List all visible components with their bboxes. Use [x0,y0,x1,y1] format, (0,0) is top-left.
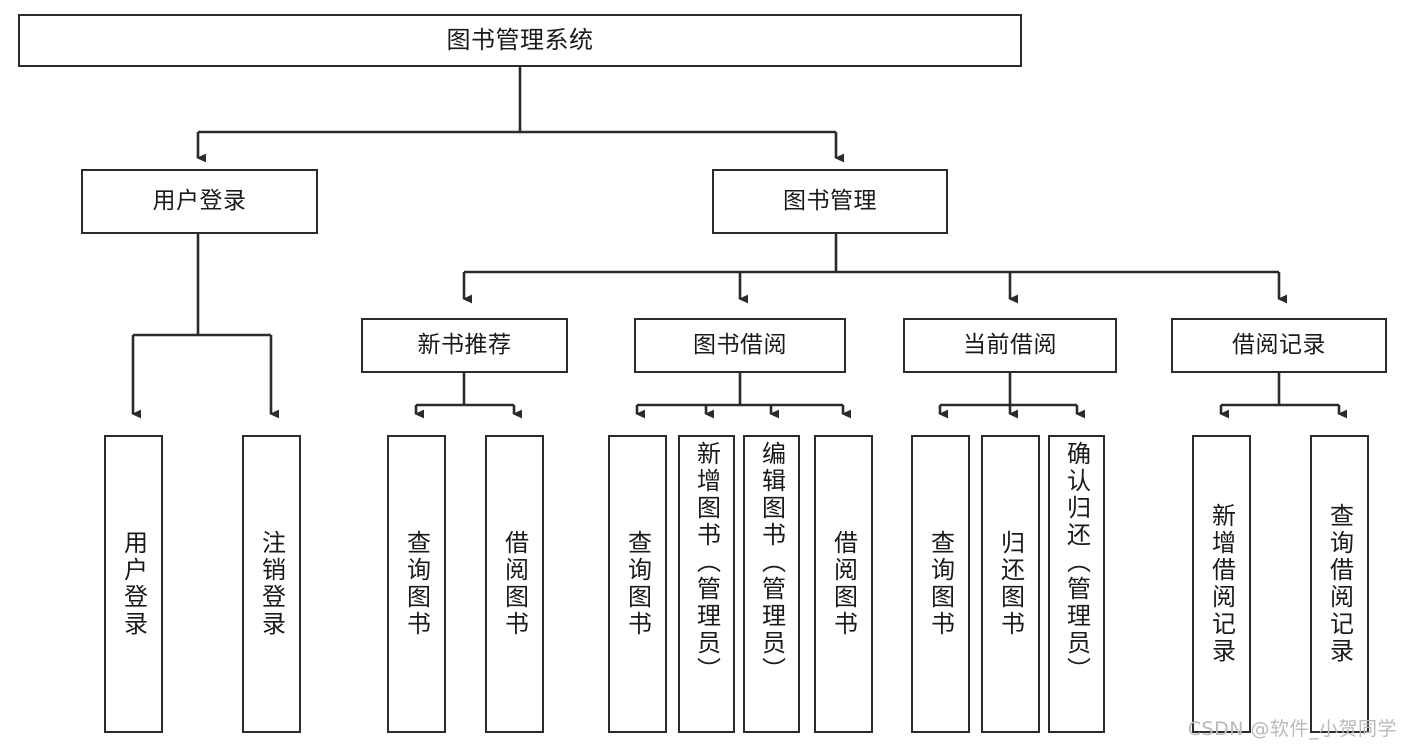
node-label: 新书推荐 [417,331,512,358]
node-label: 图书管理系统 [446,26,594,55]
leaf-add-book[interactable]: 新增图书（管理员） [678,435,735,733]
node-label: 查询图书 [623,530,652,638]
node-current-borrow[interactable]: 当前借阅 [903,318,1117,373]
node-label: 编辑图书（管理员） [757,441,786,684]
node-label: 当前借阅 [963,331,1057,358]
node-root-system[interactable]: 图书管理系统 [18,14,1022,67]
node-label: 借阅图书 [829,530,858,638]
leaf-user-logout[interactable]: 注销登录 [242,435,301,733]
node-new-book-recommend[interactable]: 新书推荐 [361,318,568,373]
node-label: 图书借阅 [693,331,787,358]
node-label: 新增借阅记录 [1207,503,1236,665]
node-book-management[interactable]: 图书管理 [712,169,948,234]
leaf-query-book-current[interactable]: 查询图书 [911,435,970,733]
leaf-query-borrow-record[interactable]: 查询借阅记录 [1310,435,1369,733]
leaf-query-book-recommend[interactable]: 查询图书 [387,435,446,733]
node-label: 归还图书 [996,530,1025,638]
node-label: 借阅图书 [500,530,529,638]
node-label: 注销登录 [257,530,286,638]
node-label: 用户登录 [119,530,148,638]
leaf-add-borrow-record[interactable]: 新增借阅记录 [1192,435,1251,733]
node-label: 确认归还（管理员） [1062,441,1091,684]
node-label: 图书管理 [783,187,877,214]
csdn-watermark: CSDN @软件_小贺同学 [1187,718,1397,740]
leaf-edit-book[interactable]: 编辑图书（管理员） [743,435,800,733]
node-book-borrow[interactable]: 图书借阅 [634,318,846,373]
node-label: 查询图书 [926,530,955,638]
node-label: 新增图书（管理员） [692,441,721,684]
node-label: 查询借阅记录 [1325,503,1354,665]
leaf-confirm-return[interactable]: 确认归还（管理员） [1048,435,1105,733]
leaf-borrow-book-borrow[interactable]: 借阅图书 [814,435,873,733]
node-label: 查询图书 [402,530,431,638]
node-user-login[interactable]: 用户登录 [81,169,318,234]
leaf-return-book[interactable]: 归还图书 [981,435,1040,733]
node-label: 用户登录 [152,187,247,214]
leaf-borrow-book-recommend[interactable]: 借阅图书 [485,435,544,733]
leaf-query-book-borrow[interactable]: 查询图书 [608,435,667,733]
node-borrow-record[interactable]: 借阅记录 [1171,318,1387,373]
leaf-user-login[interactable]: 用户登录 [104,435,163,733]
node-label: 借阅记录 [1232,331,1326,358]
